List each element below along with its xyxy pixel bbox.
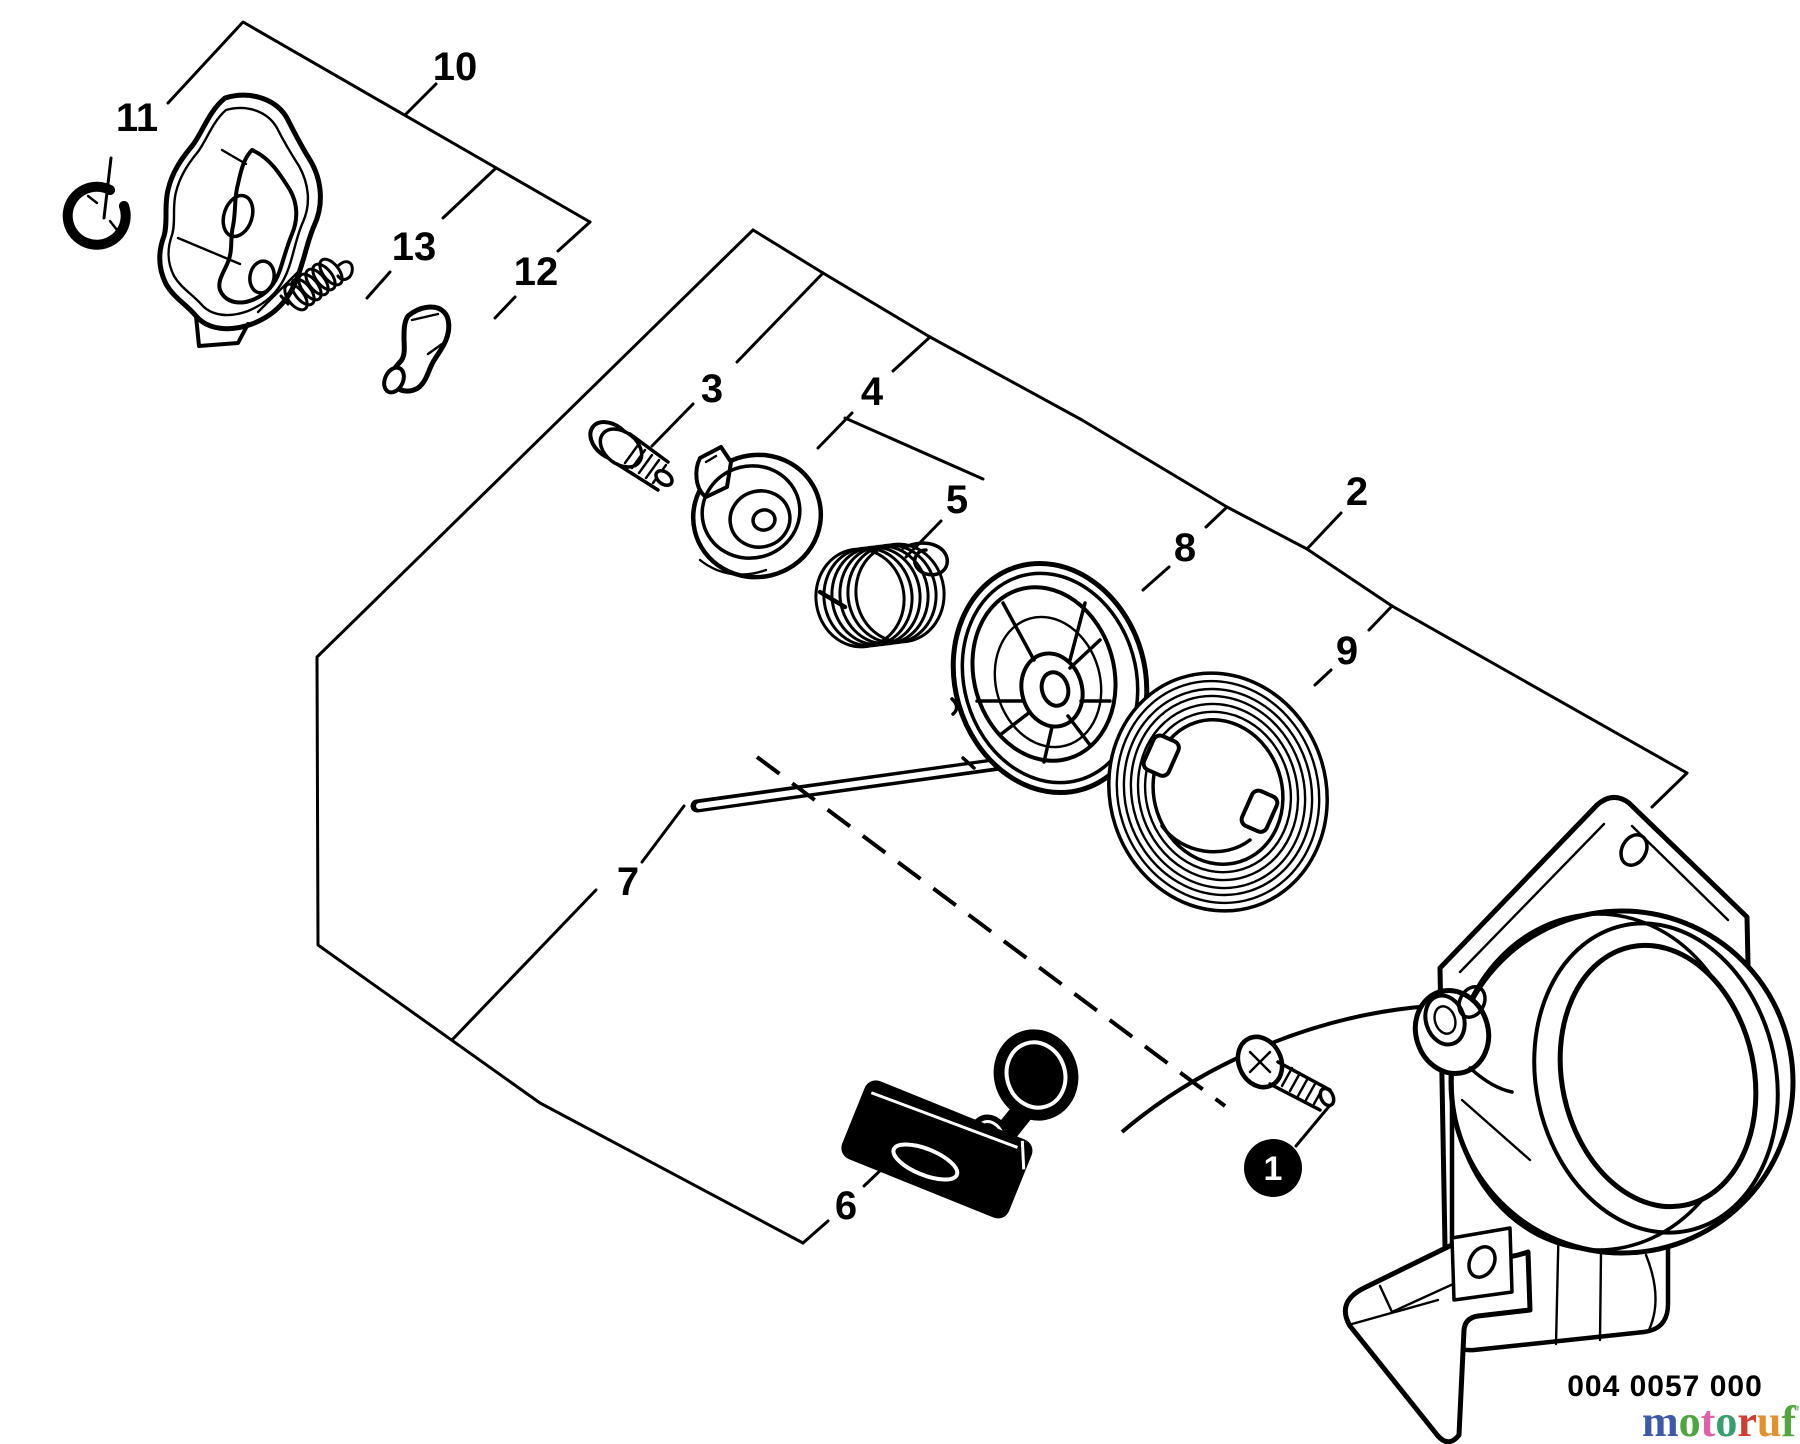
callout-5[interactable]: 5 (946, 478, 968, 522)
callout-8[interactable]: 8 (1174, 526, 1196, 570)
starter-pawl-drawing (382, 304, 452, 395)
callout-6[interactable]: 6 (835, 1184, 857, 1228)
ratchet-cam-drawing (690, 445, 824, 580)
e-clip-drawing (62, 181, 131, 250)
callout-labels: 11 10 13 12 3 4 5 2 8 9 7 6 1 (116, 45, 1368, 1228)
callout-leader-lines (102, 20, 1689, 1245)
callout-13[interactable]: 13 (392, 225, 437, 269)
watermark-logo[interactable]: motoruf'.de (1642, 1397, 1800, 1444)
callout-1: 1 (1264, 1150, 1283, 1188)
callout-10[interactable]: 10 (433, 45, 478, 89)
starter-grip-drawing (841, 1029, 1079, 1219)
rope-pulley-drawing (950, 560, 1150, 796)
callout-7[interactable]: 7 (617, 860, 639, 904)
callout-1-badge[interactable]: 1 (1244, 1139, 1302, 1197)
callout-3[interactable]: 3 (701, 367, 723, 411)
callout-12[interactable]: 12 (514, 250, 559, 294)
starter-rope-drawing (690, 755, 1021, 813)
callout-11[interactable]: 11 (116, 96, 158, 140)
part-code: 004 0057 000 (1567, 1370, 1763, 1403)
callout-4[interactable]: 4 (861, 370, 884, 414)
callout-2[interactable]: 2 (1346, 470, 1368, 514)
screw-3-drawing (588, 420, 674, 492)
axis-dash-line (755, 755, 1227, 1108)
pulley-spokes (975, 601, 1112, 764)
footer: 004 0057 000 motoruf'.de (1567, 1370, 1800, 1444)
pawl-spring-drawing (279, 257, 354, 312)
engine-bracket-drawing (1342, 795, 1796, 1444)
starter-case-drawing (157, 92, 323, 348)
screw-1-drawing (1235, 1034, 1336, 1112)
callout-9[interactable]: 9 (1336, 629, 1358, 673)
return-spring-drawing (814, 541, 949, 649)
grip-bar (841, 1080, 1033, 1219)
spiral-spring-drawing (1107, 671, 1329, 913)
